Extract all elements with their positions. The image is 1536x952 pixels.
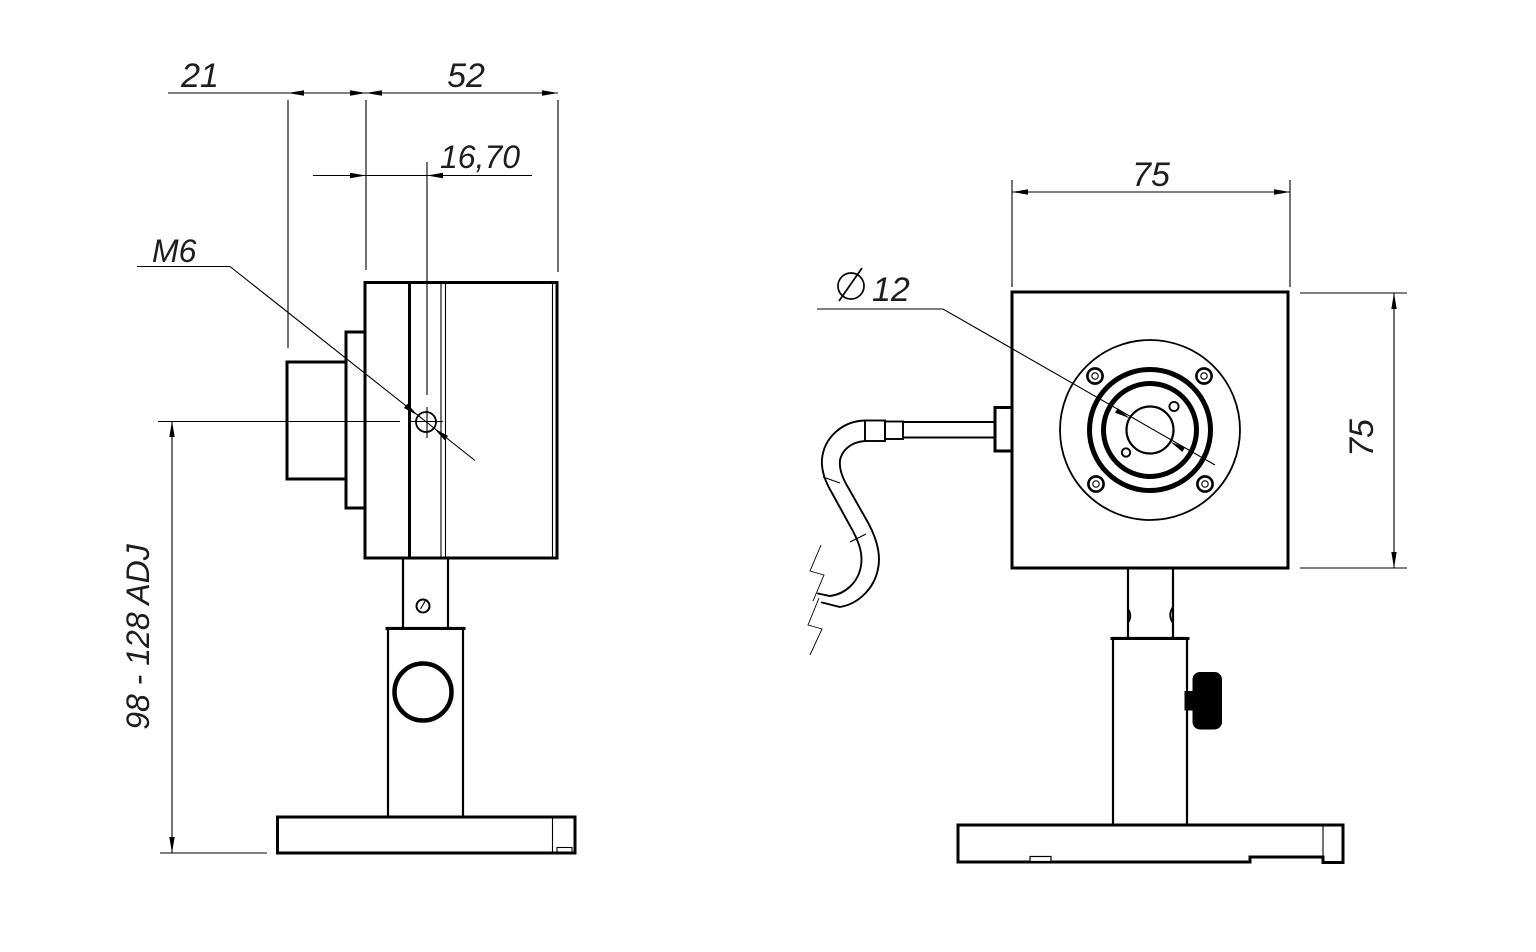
post-detent (1127, 608, 1132, 624)
knob-head (1192, 672, 1222, 730)
height-adjust-label: 98 - 128 ADJ (120, 543, 156, 730)
dim-arrow (427, 172, 443, 179)
alignment-pin-hole (1168, 400, 1180, 413)
post-clamp-hole (392, 661, 454, 723)
retaining-ring-outer (1087, 367, 1213, 493)
cable-connector (993, 406, 1014, 453)
dim-arrow (366, 90, 382, 96)
front-width-dimension: 75 (1011, 156, 1291, 287)
base-foot-notch (556, 846, 573, 854)
aperture-diameter-leader: 12 (817, 267, 1216, 466)
bolt-holes (1086, 367, 1214, 493)
dia-12-label: 12 (872, 271, 910, 309)
m6-leader: M6 (137, 233, 476, 461)
bolt-hole-inner (1200, 372, 1208, 380)
retaining-ring-inner (1101, 381, 1199, 479)
bolt-hole (1086, 367, 1104, 385)
dim-arrow (169, 837, 175, 853)
mounting-flange (344, 330, 367, 510)
dim-52-label: 52 (447, 57, 485, 95)
sensor-body-front (1010, 290, 1290, 570)
dim-arrow (1274, 189, 1290, 195)
lens-barrel (285, 360, 348, 481)
bolt-hole (1195, 367, 1213, 385)
height-adjust-dimension: 98 - 128 ADJ (120, 421, 267, 854)
set-screw-slot (420, 600, 426, 610)
cable-break-mark (807, 597, 823, 656)
post-detent (1169, 606, 1174, 624)
flange-ring-outer (1059, 339, 1241, 521)
leader-arrow (1170, 441, 1186, 452)
cable-segment-mark (849, 533, 867, 543)
cable-edge (821, 440, 880, 608)
bolt-hole-inner (1091, 372, 1099, 380)
m6-label: M6 (152, 233, 197, 269)
height-75-label: 75 (1343, 419, 1381, 457)
leader-arrow (434, 428, 449, 441)
diameter-symbol-icon (837, 267, 865, 302)
cable-ferrule (884, 420, 904, 440)
front-height-dimension: 75 (1300, 292, 1407, 569)
leader-arrow (403, 403, 418, 416)
cable-ferrule (864, 419, 886, 442)
side-view: 21 52 16,70 M6 98 - 128 ADJ (120, 57, 577, 855)
dim-arrow (1391, 552, 1397, 568)
base-plate-side (276, 815, 577, 855)
cable-assembly (807, 406, 1014, 656)
dim-16-70-label: 16,70 (440, 139, 520, 175)
lower-post-front (1111, 636, 1189, 827)
bolt-hole-inner (1092, 480, 1100, 488)
sensor-body-side (363, 281, 559, 560)
thumb-screw-knob (1184, 672, 1222, 730)
bolt-hole-inner (1201, 480, 1209, 488)
aperture-circle (1125, 405, 1175, 455)
cable-segment-mark (822, 476, 841, 484)
dim-arrow (288, 90, 304, 96)
dim-21-label: 21 (180, 57, 219, 95)
cable-break-mark (809, 544, 825, 602)
dim-arrow (350, 90, 366, 96)
dim-arrow (1012, 189, 1028, 195)
front-view: 75 75 12 (807, 156, 1407, 864)
set-screw (415, 598, 431, 614)
base-slot (1029, 855, 1052, 863)
dim-arrow (350, 172, 366, 179)
width-75-label: 75 (1132, 156, 1170, 194)
leader-arrow (1115, 408, 1130, 419)
dimension-16-70: 16,70 (313, 139, 532, 179)
alignment-pin-hole (1120, 447, 1132, 458)
dimension-21-52: 21 52 (168, 57, 559, 348)
dim-arrow (169, 421, 175, 437)
cable-edge (817, 419, 866, 597)
bolt-hole (1087, 475, 1105, 493)
dim-arrow (1391, 293, 1397, 309)
base-plate-front (956, 823, 1345, 864)
dim-arrow (542, 90, 558, 96)
bolt-hole (1196, 475, 1214, 493)
